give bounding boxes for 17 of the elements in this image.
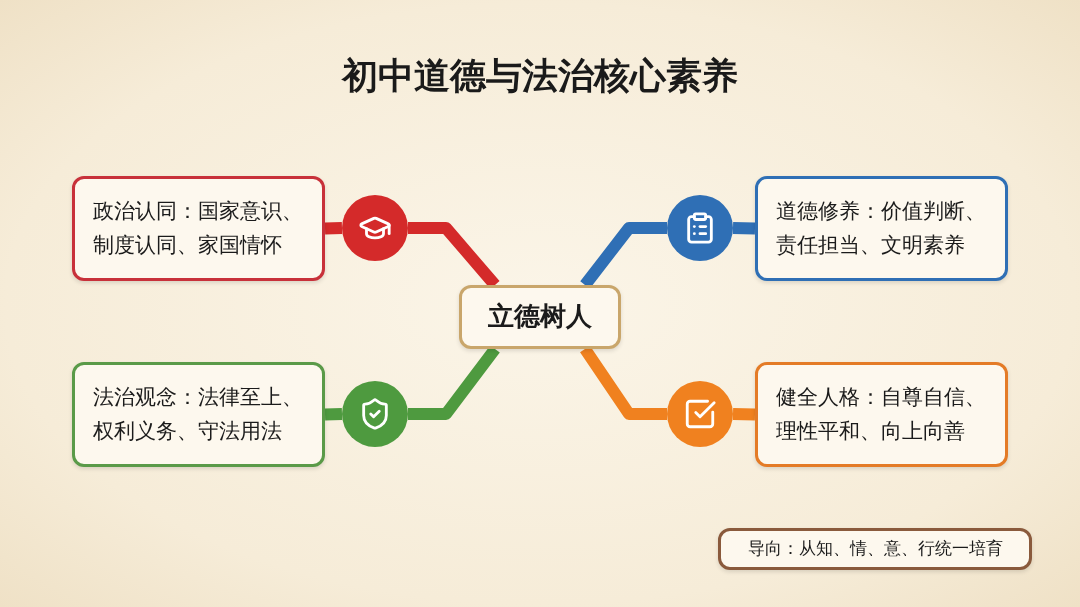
topic-box xyxy=(755,362,1008,467)
branch-line xyxy=(324,408,343,421)
topic-box xyxy=(755,176,1008,281)
topic-text: 健全人格：自尊自信、理性平和、向上向善 xyxy=(776,383,987,445)
note-box xyxy=(718,528,1032,570)
topic-box xyxy=(72,362,325,467)
central-topic-text: 立德树人 xyxy=(488,300,592,334)
topic-text: 政治认同：国家意识、制度认同、家国情怀 xyxy=(93,197,304,259)
topic-text: 法治观念：法律至上、权利义务、守法用法 xyxy=(93,383,304,445)
branch-line xyxy=(732,222,756,235)
branch-line xyxy=(732,408,756,421)
topic-box xyxy=(72,176,325,281)
branch-line xyxy=(324,222,343,235)
central-topic-box xyxy=(459,285,621,349)
diagram-title: 初中道德与法治核心素养 xyxy=(342,53,738,98)
topic-text: 道德修养：价值判断、责任担当、文明素养 xyxy=(776,197,987,259)
note-text: 导向：从知、情、意、行统一培育 xyxy=(747,537,1003,561)
